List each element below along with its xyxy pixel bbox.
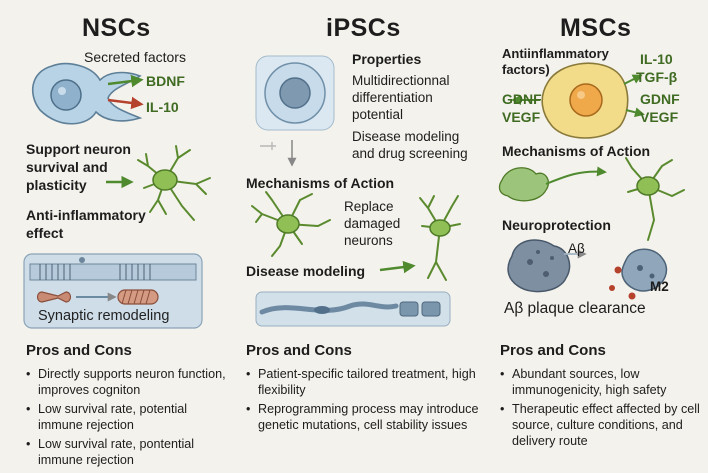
nscs-synaptic-remodeling-label: Synaptic remodeling (38, 308, 170, 324)
amyloid-plaque-icon (507, 239, 571, 293)
nscs-il10-label: IL-10 (146, 99, 179, 115)
mscs-antiinflammatory-label: Antiinflammatory factors) (502, 46, 609, 77)
mscs-vegf-right-label: VEGF (640, 109, 679, 125)
mscs-neuroprotection-label: Neuroprotection (502, 217, 611, 233)
mscs-il10-label: IL-10 (640, 51, 673, 67)
nscs-support-text: Support neuron survival and plasticity (26, 141, 131, 193)
nscs-secreted-factors-label: Secreted factors (84, 49, 186, 65)
ipscs-pros-heading: Pros and Cons (246, 342, 352, 359)
mscs-gdnf-right-label: GDNF (640, 91, 680, 107)
ipscs-mechanisms-heading: Mechanisms of Action (246, 175, 395, 191)
list-item: Directly supports neuron function, impro… (26, 366, 231, 398)
ipscs-title: iPSCs (326, 14, 401, 42)
mscs-pros-heading: Pros and Cons (500, 342, 606, 359)
mscs-mechanisms-heading: Mechanisms of Action (502, 143, 651, 159)
ipscs-property-disease-modeling: Disease modeling and drug screening (352, 129, 468, 161)
mscs-pros-list: Abundant sources, low immunogenicity, hi… (500, 366, 700, 452)
neuron-icon (419, 195, 461, 281)
nscs-title: NSCs (82, 14, 151, 42)
ipscs-property-differentiation: Multidirectionnal differentiation potent… (352, 73, 450, 122)
list-item: Low survival rate, pontential immune rej… (26, 436, 231, 468)
nscs-anti-inflammatory-text: Anti-inflammatory effect (26, 207, 146, 241)
ipscs-pros-list: Patient-specific tailored treatment, hig… (246, 366, 484, 436)
mscs-tgf-label: TGF-β (636, 69, 678, 85)
mesenchymal-stem-cell-icon (541, 62, 629, 139)
mscs-gdnf-left-label: GDNF (502, 91, 542, 107)
neural-stem-cell-icon (32, 62, 143, 125)
list-item: Abundant sources, low immunogenicity, hi… (500, 366, 700, 398)
list-item: Reprogramming process may introduce gene… (246, 401, 484, 433)
list-item: Patient-specific tailored treatment, hig… (246, 366, 484, 398)
list-item: Low survival rate, potential immune reje… (26, 401, 231, 433)
nscs-pros-list: Directly supports neuron function, impro… (26, 366, 231, 471)
neuron-icon (625, 157, 685, 241)
mscs-vegf-left-label: VEGF (502, 109, 541, 125)
synapse-icon (23, 253, 203, 329)
ipsc-cell-icon (255, 55, 335, 131)
neuron-icon (152, 169, 178, 191)
mscs-abeta-label: Aβ (568, 241, 585, 256)
nscs-pros-heading: Pros and Cons (26, 342, 132, 359)
mscs-plaque-clearance-label: Aβ plaque clearance (504, 300, 646, 317)
mscs-title: MSCs (560, 14, 632, 42)
ipscs-replace-neurons-text: Replace damaged neurons (344, 199, 401, 248)
ipscs-disease-modeling-label: Disease modeling (246, 263, 366, 279)
mscs-m2-label: M2 (650, 279, 669, 294)
list-item: Therapeutic effect affected by cell sour… (500, 401, 700, 449)
nscs-bdnf-label: BDNF (146, 73, 185, 89)
ipscs-properties-heading: Properties (352, 51, 422, 67)
m2-macrophage-icon (621, 248, 668, 292)
